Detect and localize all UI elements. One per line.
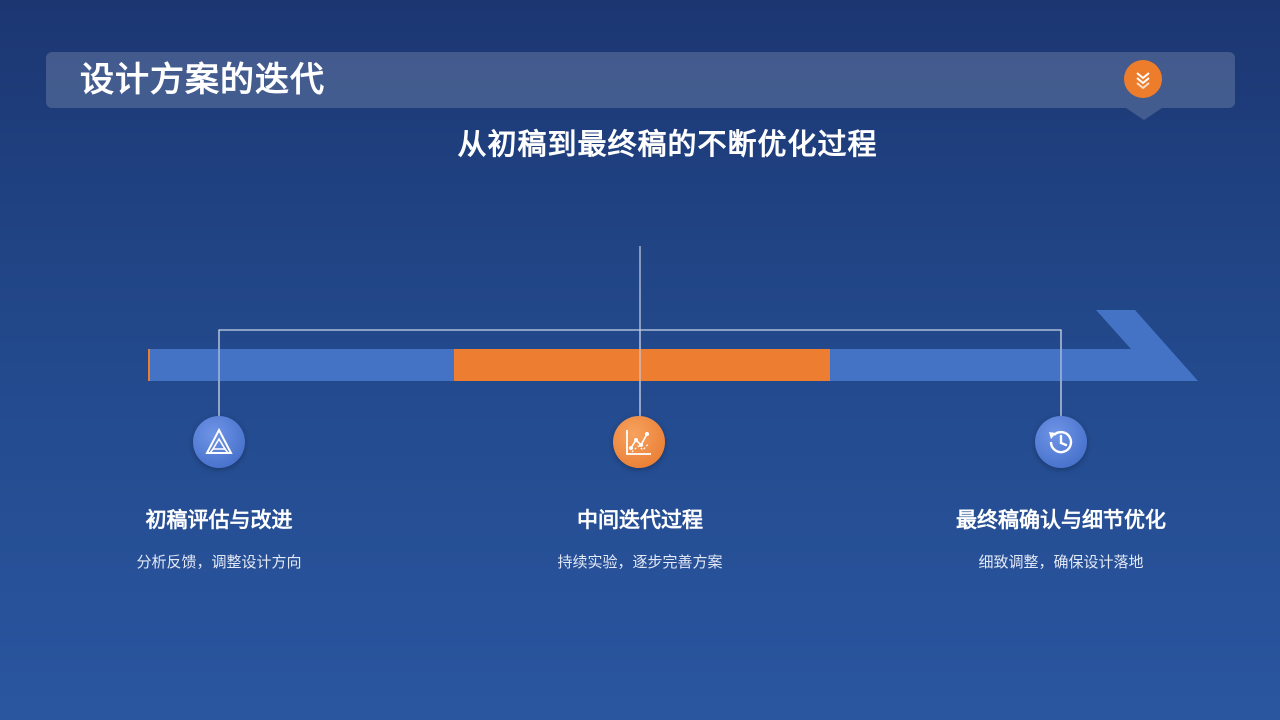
title-bar: 设计方案的迭代 xyxy=(46,52,1235,120)
step-title-2: 中间迭代过程 xyxy=(577,508,703,532)
timeline-bar-left xyxy=(149,349,454,381)
subtitle: 从初稿到最终稿的不断优化过程 xyxy=(457,127,878,161)
history-clock-icon xyxy=(1035,416,1087,468)
step-desc-3: 细致调整，确保设计落地 xyxy=(978,553,1144,571)
line-chart-icon xyxy=(613,416,665,468)
step-title-3: 最终稿确认与细节优化 xyxy=(956,508,1166,532)
timeline-arrow-right xyxy=(830,310,1198,381)
timeline-bar-start-edge xyxy=(148,349,150,381)
page-title: 设计方案的迭代 xyxy=(80,60,325,100)
double-chevron-down-icon xyxy=(1124,60,1162,98)
step-desc-2: 持续实验，逐步完善方案 xyxy=(557,553,723,571)
triangle-icon xyxy=(193,416,245,468)
timeline-bar-middle xyxy=(454,349,830,381)
step-title-1: 初稿评估与改进 xyxy=(145,508,293,532)
step-desc-1: 分析反馈，调整设计方向 xyxy=(136,553,302,571)
title-bar-notch xyxy=(1126,108,1162,120)
